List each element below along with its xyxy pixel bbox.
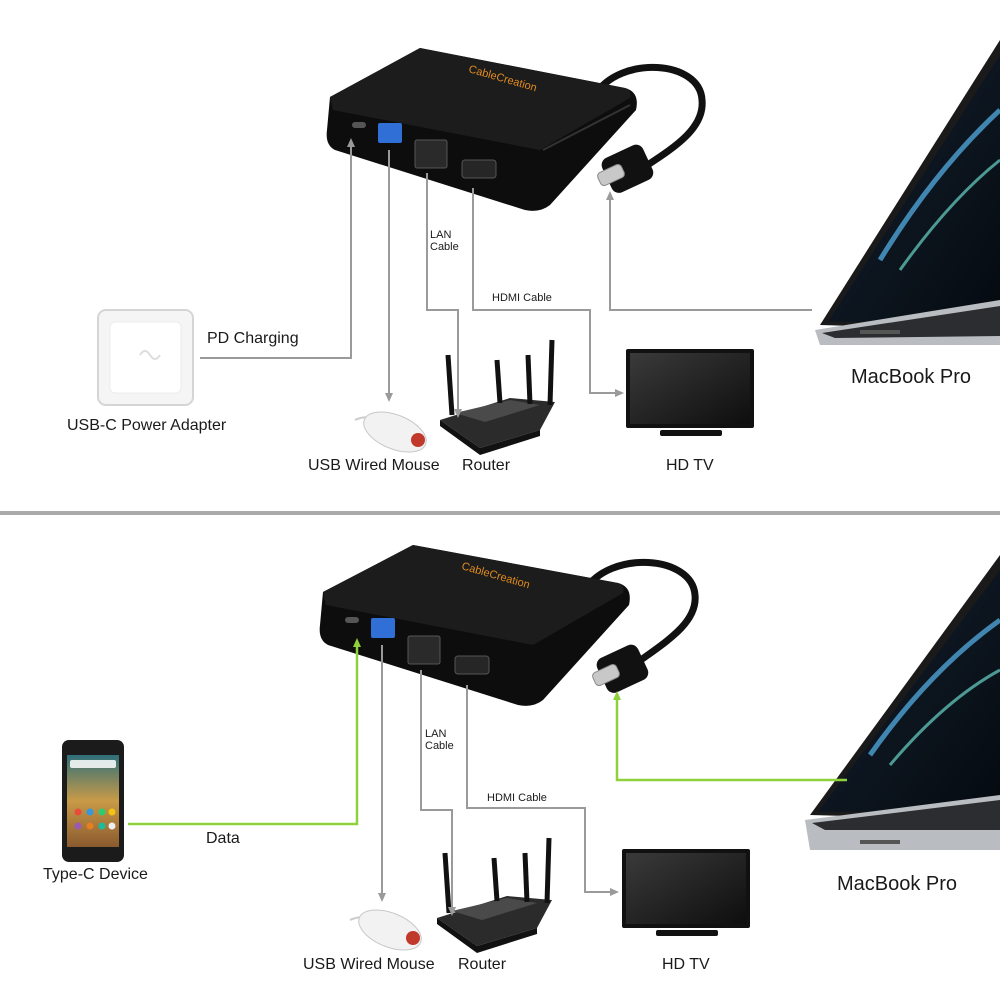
ethernet-port-icon <box>414 139 448 169</box>
router <box>437 837 552 953</box>
laptop-label: MacBook Pro <box>851 366 972 388</box>
lan-cable-label: LAN Cable <box>425 728 454 752</box>
usb-c-port-icon <box>352 122 366 128</box>
laptop-line <box>606 191 812 311</box>
usb-c-plug <box>597 144 654 193</box>
macbook-laptop <box>805 555 1000 850</box>
lan-cable-label-line2: Cable <box>425 740 454 752</box>
usb-a-port-icon <box>371 618 395 638</box>
type-c-phone <box>62 740 124 862</box>
router-label: Router <box>458 956 507 973</box>
usb-c-plug <box>592 644 649 693</box>
hdmi-line <box>472 188 624 397</box>
laptop-label: MacBook Pro <box>837 873 958 895</box>
lan-cable-label-line2: Cable <box>430 241 459 253</box>
tv-label: HD TV <box>662 956 710 973</box>
data-line <box>128 638 361 826</box>
router <box>440 339 555 455</box>
mouse-label: USB Wired Mouse <box>303 956 435 973</box>
ethernet-port-icon <box>407 635 441 665</box>
hub-cable <box>581 559 699 672</box>
usb-a-port-icon <box>378 123 402 143</box>
laptop-data-line <box>613 691 847 782</box>
pd-charging-line <box>200 138 355 359</box>
top-panel: CableCreation <box>97 40 1000 455</box>
hub-cable <box>591 63 706 174</box>
hdmi-line <box>466 685 619 896</box>
hd-tv <box>626 349 754 436</box>
panel-divider <box>0 511 1000 515</box>
mouse-label: USB Wired Mouse <box>308 457 440 474</box>
macbook-laptop <box>815 40 1000 345</box>
router-label: Router <box>462 457 511 474</box>
power-adapter <box>97 309 194 406</box>
hd-tv <box>622 849 750 936</box>
tv-label: HD TV <box>666 457 714 474</box>
usb-c-hub: CableCreation <box>326 48 637 211</box>
data-link-label: Data <box>206 830 240 847</box>
hdmi-port-icon <box>454 655 490 675</box>
lan-cable-label-line1: LAN <box>430 229 452 241</box>
usb-c-port-icon <box>345 617 359 623</box>
phone-label: Type-C Device <box>43 866 148 883</box>
mouse <box>354 411 427 453</box>
lan-cable-label: LAN Cable <box>430 229 459 253</box>
lan-line <box>426 173 462 418</box>
lan-cable-label-line1: LAN <box>425 728 447 740</box>
pd-charging-label: PD Charging <box>207 330 299 347</box>
power-adapter-label: USB-C Power Adapter <box>67 417 227 434</box>
mouse <box>349 909 422 951</box>
bottom-panel: CableCreation <box>62 545 1000 953</box>
hdmi-port-icon <box>461 159 497 179</box>
usb-c-hub: CableCreation <box>319 545 630 706</box>
hdmi-cable-label: HDMI Cable <box>487 792 547 804</box>
lan-line <box>420 670 456 916</box>
hdmi-cable-label: HDMI Cable <box>492 292 552 304</box>
